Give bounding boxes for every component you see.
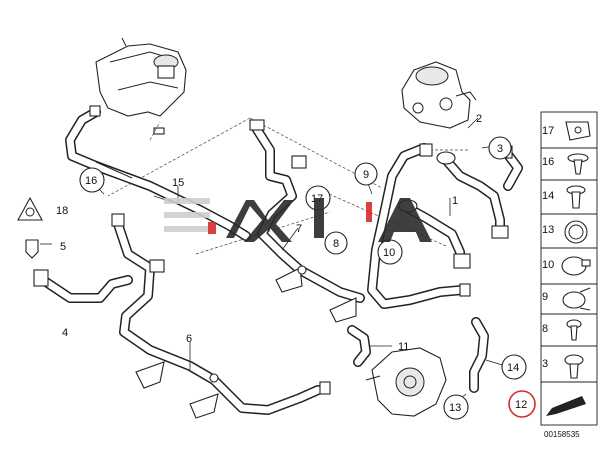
leader-lines — [40, 117, 513, 403]
side-label-3: 3 — [542, 358, 548, 370]
spring-clamp-icon — [562, 287, 591, 311]
callout-8: 8 — [333, 238, 339, 250]
expansion-tank — [95, 37, 187, 135]
bolt-icon — [564, 354, 584, 379]
callout-14-circle — [501, 354, 527, 380]
callout-14: 14 — [507, 362, 519, 374]
hose-clamp-icon — [561, 256, 591, 276]
fastener-side-panel: 17 16 14 13 10 9 8 — [540, 111, 598, 426]
thermostat-housing — [401, 61, 477, 129]
callout-13: 13 — [449, 402, 461, 414]
callout-12-highlight-circle — [508, 390, 536, 418]
clip-icon — [565, 121, 591, 141]
side-label-9: 9 — [542, 291, 548, 303]
callout-15: 15 — [172, 177, 184, 189]
callout-7: 7 — [296, 223, 302, 235]
clip-part-18 — [17, 196, 43, 221]
callout-16-circle — [79, 167, 105, 193]
side-label-10: 10 — [542, 259, 554, 271]
screw-icon — [566, 319, 582, 341]
water-pump — [365, 347, 447, 417]
expansion-rivet-icon — [567, 153, 589, 175]
callout-4: 4 — [62, 327, 68, 339]
watermark-logo — [164, 198, 432, 242]
side-label-16: 16 — [542, 156, 554, 168]
callout-5: 5 — [60, 241, 66, 253]
callout-1: 1 — [452, 195, 458, 207]
push-rivet-icon — [566, 185, 586, 209]
callout-12: 12 — [515, 399, 527, 411]
callout-10: 10 — [383, 247, 395, 259]
callout-6: 6 — [186, 333, 192, 345]
mounting-brackets — [135, 265, 357, 419]
callout-3: 3 — [497, 143, 503, 155]
diagram-id: 00158535 — [544, 430, 580, 439]
seal-ring-icon — [564, 220, 588, 244]
callout-3-circle — [488, 136, 512, 160]
callout-11: 11 — [398, 341, 409, 353]
callout-9: 9 — [363, 169, 369, 181]
fitting-part-5 — [25, 239, 39, 259]
side-label-13: 13 — [542, 224, 554, 236]
callout-18: 18 — [56, 205, 68, 217]
side-label-17: 17 — [542, 125, 554, 137]
callout-16: 16 — [85, 175, 97, 187]
side-label-14: 14 — [542, 190, 554, 202]
callout-2: 2 — [476, 113, 482, 125]
arrow-icon — [546, 396, 586, 416]
callout-13-circle — [443, 394, 469, 420]
side-label-8: 8 — [542, 323, 548, 335]
callout-9-circle — [354, 162, 378, 186]
callout-8-circle — [324, 231, 348, 255]
